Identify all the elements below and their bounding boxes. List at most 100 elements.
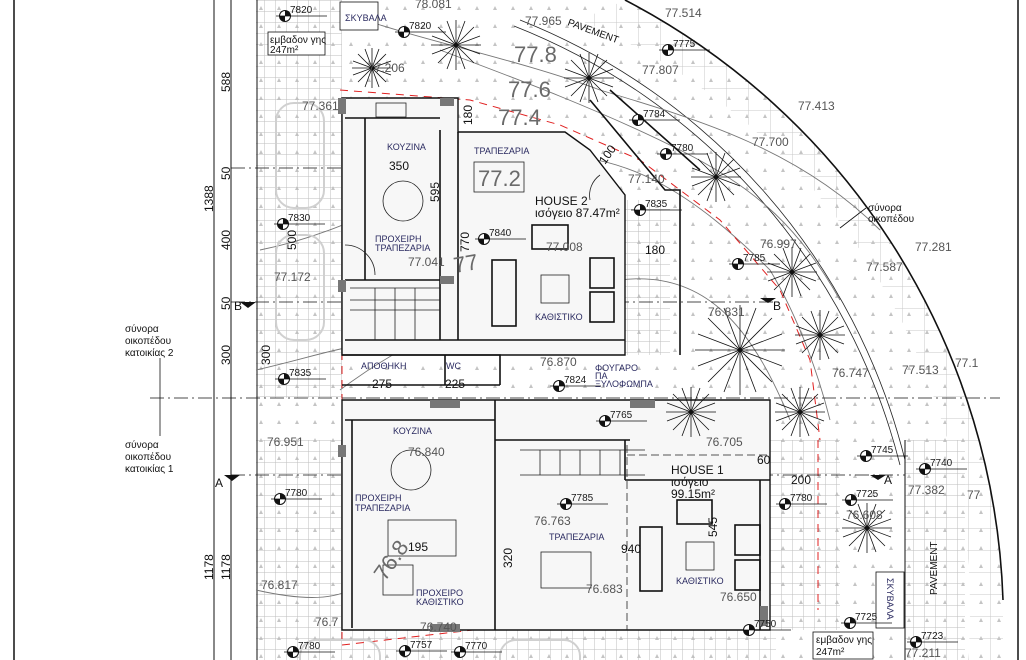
car-icon xyxy=(499,639,581,660)
spot-level-value: 7785 xyxy=(743,253,766,264)
elevation-label: 77.807 xyxy=(642,63,679,77)
benchmark-icon xyxy=(729,258,780,270)
frame-lines xyxy=(13,0,1019,660)
armchair-icon xyxy=(589,291,615,323)
elevation-label: 76.817 xyxy=(261,578,298,592)
benchmark-icon xyxy=(475,233,526,245)
elevation-label: 76.705 xyxy=(706,435,743,449)
spot-levels: 7820782077757784778078307840783577857835… xyxy=(271,5,967,658)
spot-level-value: 7785 xyxy=(571,493,594,504)
elevation-label: 77.008 xyxy=(546,240,583,254)
contour-label: 77 xyxy=(452,249,480,278)
elevation-label: 77.513 xyxy=(902,363,939,377)
elevation-label: 77.281 xyxy=(915,240,952,254)
spot-level-value: 7780 xyxy=(298,641,321,652)
house-2 xyxy=(338,89,701,386)
sofa-icon xyxy=(387,519,457,557)
spot-level: 7770 xyxy=(451,641,502,658)
room-label-wc: WC xyxy=(446,361,461,371)
sofa-icon xyxy=(531,224,569,250)
dining-table-icon xyxy=(540,551,592,589)
benchmark-icon xyxy=(274,218,325,230)
dimension: 500 xyxy=(285,230,299,250)
dimension: 300 xyxy=(219,345,233,365)
spot-level-value: 7770 xyxy=(465,641,488,652)
elevation-label: 76.997 xyxy=(760,237,797,251)
elevation-label: 77.211 xyxy=(905,646,941,660)
dining-table-icon xyxy=(390,449,432,491)
dimension: 1388 xyxy=(202,185,216,212)
spot-level: 7835 xyxy=(631,199,682,216)
elevation-label: 77.172 xyxy=(274,270,311,284)
house-title: HOUSE 2 xyxy=(535,194,588,208)
elevation-label: 76.951 xyxy=(267,435,304,449)
spot-level: 7830 xyxy=(274,213,325,230)
spot-level-value: 7820 xyxy=(409,21,432,32)
spot-level-value: 7725 xyxy=(855,612,878,623)
spot-level-value: 7745 xyxy=(871,445,894,456)
elevation-label: 77.140 xyxy=(628,172,665,186)
coffee-table-icon xyxy=(685,541,715,571)
elevation-label: 77.965 xyxy=(525,14,562,28)
spot-level-value: 7757 xyxy=(410,640,433,651)
dimensions: 588 1388 50 400 50 300 300 1178 1178 500… xyxy=(202,72,811,580)
tree-icon xyxy=(695,305,785,395)
benchmark-icon xyxy=(451,646,502,658)
section-mark-b: B xyxy=(773,299,781,313)
spot-level-value: 7830 xyxy=(288,213,311,224)
dimension: 770 xyxy=(458,232,472,252)
dimension: 588 xyxy=(219,72,233,92)
benchmark-icon xyxy=(857,450,908,462)
spot-level-value: 7740 xyxy=(930,458,953,469)
spot-level: 7725 xyxy=(842,489,893,506)
car-icon xyxy=(275,102,325,209)
section-mark-a: A xyxy=(884,473,892,487)
elevation-label: 76.870 xyxy=(540,355,577,369)
dimension: 275 xyxy=(372,377,392,391)
spot-level: 7820 xyxy=(395,21,446,38)
elevation-label: 76.740 xyxy=(420,620,457,634)
spot-level-value: 7835 xyxy=(645,199,668,210)
sink-icon xyxy=(375,102,407,118)
dimension: 400 xyxy=(219,230,233,250)
bins-label: ΣΚΥΒΑΛΑ xyxy=(885,578,895,620)
trees xyxy=(352,20,892,553)
tree-icon xyxy=(842,503,892,553)
coffee-table-icon xyxy=(540,274,570,304)
spot-level: 7785 xyxy=(557,493,608,510)
spot-level-value: 7780 xyxy=(790,493,813,504)
elevation-label: 77.413 xyxy=(798,99,835,113)
elevation-label: 76.7 xyxy=(315,615,339,629)
spot-level: 7757 xyxy=(396,640,447,657)
armchair-icon xyxy=(734,559,761,591)
spot-level-value: 7723 xyxy=(921,631,944,642)
room-label-storage: ΑΠΟΘΗΚΗ xyxy=(361,361,407,371)
room-label-living: ΚΑΘΙΣΤΙΚΟ xyxy=(535,312,583,322)
room-label-dining: ΤΡΑΠΕΖΑΡΙΑ xyxy=(549,532,604,542)
section-mark-a: A xyxy=(215,476,223,490)
armchair-icon xyxy=(734,524,761,556)
room-label-dining: ΤΡΑΠΕΖΑΡΙΑ xyxy=(474,146,529,156)
spot-level-value: 7824 xyxy=(564,375,587,386)
spot-level: 7840 xyxy=(475,228,526,245)
house-1 xyxy=(338,399,771,632)
spot-level-value: 7765 xyxy=(610,410,633,421)
spot-level: 7820 xyxy=(276,5,327,22)
spot-level-value: 7835 xyxy=(289,368,312,379)
spot-level-value: 7780 xyxy=(285,488,308,499)
house-1-labels: HOUSE 1 ισόγειο 99.15m² ΚΟΥΖΙΝΑ ΠΡΟΧΕΙΡΗ… xyxy=(355,426,724,607)
spot-level: 7723 xyxy=(907,631,958,648)
armchair-icon xyxy=(589,257,615,289)
benchmark-icon xyxy=(276,10,327,22)
elevation-label: 76.650 xyxy=(720,590,757,604)
elevation-label: 77.041 xyxy=(408,255,445,269)
spot-level: 7784 xyxy=(629,109,680,126)
benchmark-icon xyxy=(275,373,326,385)
dining-table-icon xyxy=(382,180,424,222)
parked-cars xyxy=(275,102,581,660)
